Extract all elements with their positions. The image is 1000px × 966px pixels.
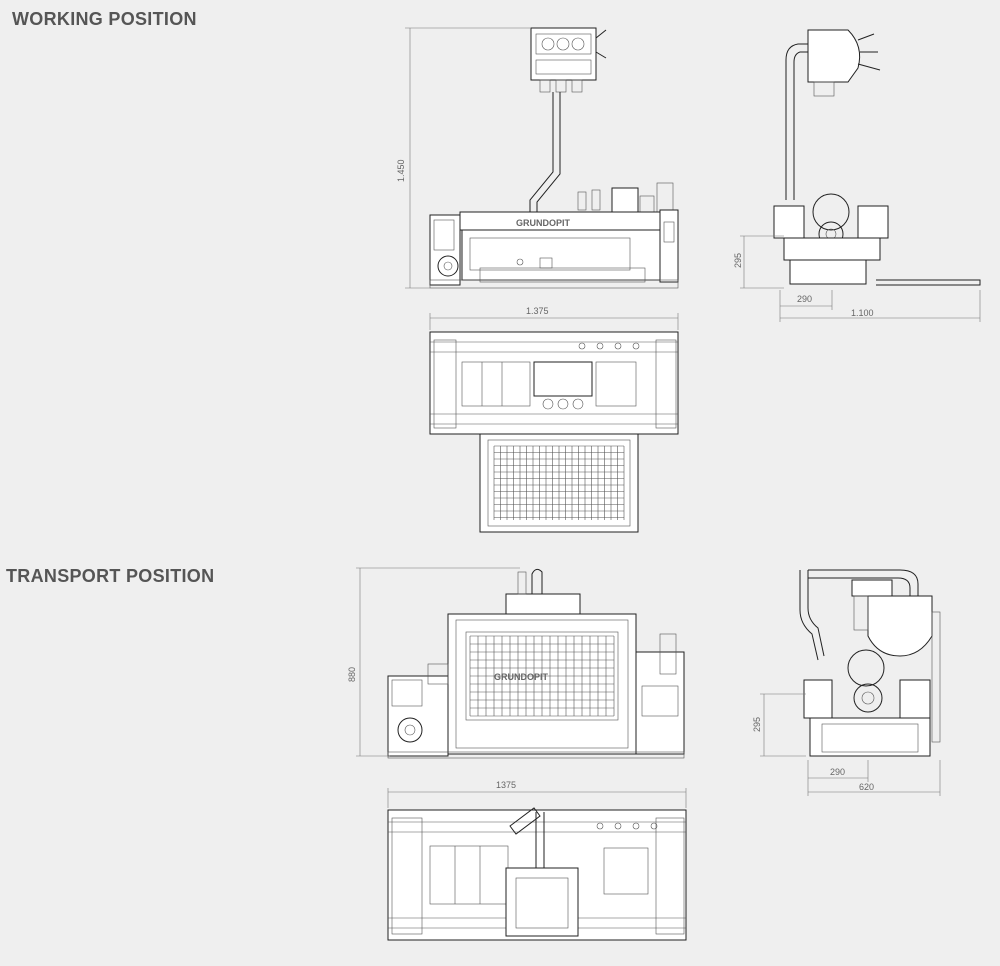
transport-position-heading: TRANSPORT POSITION [6,566,215,586]
dim-transport-side-620: 620 [859,782,874,792]
dim-working-side-290: 290 [797,294,812,304]
dim-working-side-295: 295 [733,253,743,268]
working-position-heading: WORKING POSITION [12,9,197,29]
working-front-dimensions: 1.450 1.375 [396,27,679,330]
working-top-view [429,331,679,533]
transport-front-view: GRUNDOPIT [387,568,685,759]
working-front-view: GRUNDOPIT [429,27,679,289]
brand-marking-front: GRUNDOPIT [516,218,571,228]
dim-transport-side-290: 290 [830,767,845,777]
transport-front-dimensions: 880 1375 [347,567,687,808]
transport-grid-mesh [469,635,615,717]
working-grid-mesh [493,445,625,520]
dim-transport-side-295: 295 [752,717,762,732]
dim-transport-width: 1375 [496,780,516,790]
transport-top-view [387,807,687,941]
transport-side-view [799,569,941,757]
dim-working-side-1100: 1.100 [851,308,874,318]
dim-transport-height: 880 [347,667,357,682]
working-side-dimensions: 295 290 1.100 [733,235,981,322]
dim-working-width: 1.375 [526,306,549,316]
brand-marking-transport: GRUNDOPIT [494,672,549,682]
working-side-view [773,29,981,286]
transport-side-dimensions: 295 290 620 [752,693,941,796]
dim-working-height: 1.450 [396,159,406,182]
